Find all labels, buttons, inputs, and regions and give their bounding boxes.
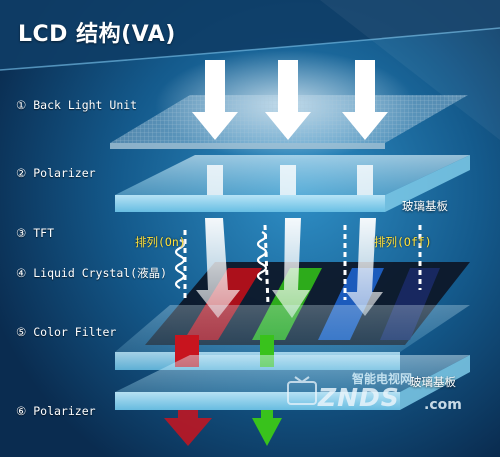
watermark-brand: ZNDS <box>318 383 400 412</box>
layer-label-back-light-unit: ① Back Light Unit <box>16 98 138 112</box>
layer-label-liquid-crystal: ④ Liquid Crystal(液晶) <box>16 266 168 280</box>
layer-label-polarizer-bottom: ⑥ Polarizer <box>16 404 96 418</box>
diagram-title: LCD 结构(VA) <box>18 22 176 47</box>
watermark-chinese: 智能电视网 <box>352 372 413 386</box>
watermark-suffix: .com <box>424 397 462 413</box>
alignment-on-label: 排列(On) <box>135 235 186 249</box>
glass-substrate-top-label: 玻璃基板 <box>402 199 448 213</box>
layer-label-tft: ③ TFT <box>16 226 55 240</box>
layer-label-color-filter: ⑤ Color Filter <box>16 325 117 339</box>
alignment-off-label: 排列(Off) <box>374 235 432 249</box>
glass-substrate-bottom-label: 玻璃基板 <box>410 375 456 389</box>
layer-label-polarizer-top: ② Polarizer <box>16 166 96 180</box>
